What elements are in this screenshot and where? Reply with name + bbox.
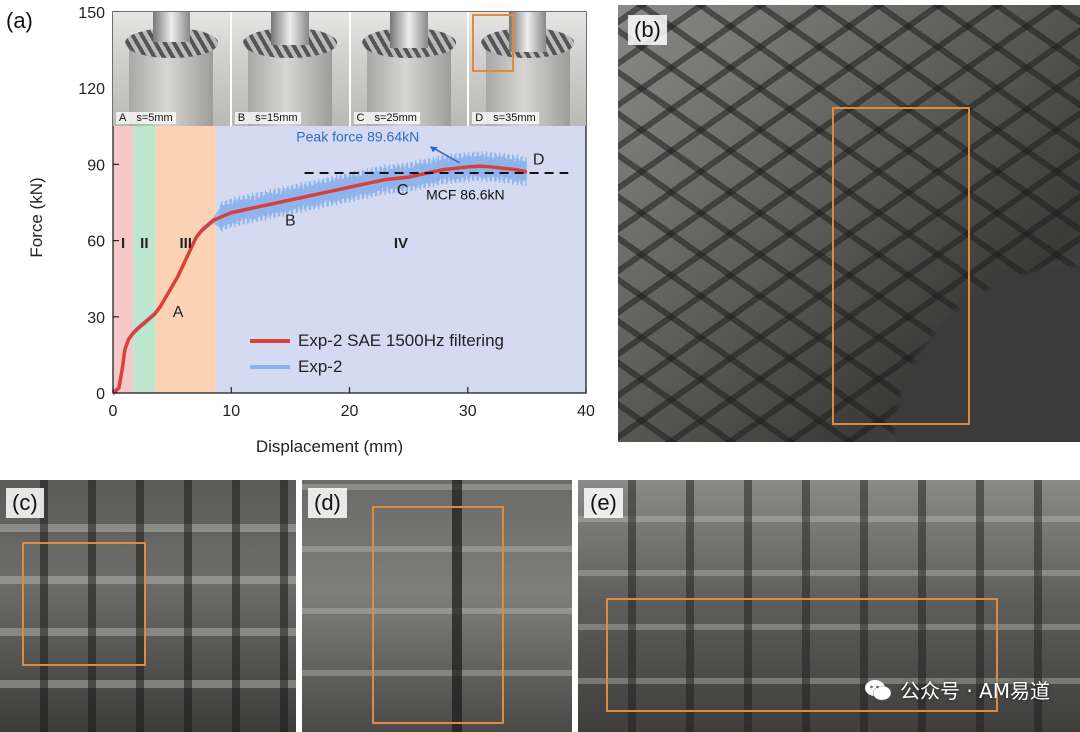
stage-region-II <box>133 75 156 393</box>
x-tick-label: 30 <box>459 403 477 420</box>
photo-c-lattice-closeup: (c) <box>0 480 296 732</box>
legend-label-smooth: Exp-2 SAE 1500Hz filtering <box>298 331 504 350</box>
x-tick-label: 20 <box>341 403 359 420</box>
y-tick-label: 120 <box>78 81 105 98</box>
legend-swatch-raw <box>250 365 290 369</box>
mcf-label: MCF 86.6kN <box>426 187 505 203</box>
panel-label-c: (c) <box>6 488 44 518</box>
watermark: 公众号 · AM易道 <box>864 675 1050 704</box>
inset-letter: C <box>356 112 365 124</box>
y-axis-label: Force (kN) <box>27 177 46 257</box>
y-tick-label: 60 <box>87 234 105 251</box>
peak-arrowhead <box>429 146 438 153</box>
legend-item-raw: Exp-2 <box>250 354 504 380</box>
inset-letter: B <box>237 112 246 124</box>
inset-displacement: s=15mm <box>255 112 298 124</box>
photo-d-lattice-closeup: (d) <box>302 480 572 732</box>
series-lines <box>111 164 528 395</box>
stage-label-III: III <box>179 235 192 252</box>
series-raw-band <box>113 155 527 397</box>
inset-letter: D <box>475 112 484 124</box>
stage-label-I: I <box>121 235 125 252</box>
panel-label-e: (e) <box>584 488 623 518</box>
point-label-D: D <box>533 151 545 168</box>
series-smooth-line <box>111 164 528 395</box>
y-tick-label: 0 <box>96 386 105 403</box>
point-label-A: A <box>173 304 184 321</box>
stage-region-I <box>113 75 134 393</box>
inset-displacement: s=5mm <box>136 112 173 124</box>
peak-label: Peak force 89.64kN <box>296 129 419 145</box>
crack-highlight-box-d <box>372 506 504 724</box>
inset-displacement: s=25mm <box>374 112 417 124</box>
inset-letter: A <box>119 112 127 124</box>
panel-label-d: (d) <box>308 488 347 518</box>
crack-highlight-box-e <box>606 598 998 712</box>
watermark-text: 公众号 · AM易道 <box>899 679 1050 703</box>
wechat-icon <box>864 679 892 700</box>
legend-label-raw: Exp-2 <box>298 357 343 376</box>
stage-label-IV: IV <box>394 235 408 252</box>
panel-label-b: (b) <box>628 15 667 45</box>
legend-swatch-smooth <box>250 339 290 343</box>
x-tick-label: 10 <box>222 403 240 420</box>
indenter-plunger <box>390 12 428 49</box>
point-label-B: B <box>285 212 296 229</box>
stage-label-II: II <box>140 235 148 252</box>
photo-e-lattice-ring: (e) <box>578 480 1080 732</box>
photo-b-fractured-lattice: (b) <box>618 5 1080 442</box>
crack-highlight-box-b <box>832 107 970 425</box>
point-label-C: C <box>397 182 409 199</box>
indenter-plunger <box>271 12 309 46</box>
stage-region-III <box>155 75 216 393</box>
inset-displacement: s=35mm <box>493 112 536 124</box>
chart-legend: Exp-2 SAE 1500Hz filtering Exp-2 <box>250 328 504 380</box>
x-axis-label: Displacement (mm) <box>256 437 403 456</box>
y-tick-label: 30 <box>87 310 105 327</box>
crack-highlight-box-c <box>22 542 146 666</box>
x-tick-label: 0 <box>109 403 118 420</box>
y-tick-label: 150 <box>78 5 105 22</box>
panel-label-a: (a) <box>6 8 33 33</box>
peak-arrow <box>434 148 460 164</box>
indenter-plunger <box>508 12 547 52</box>
y-tick-label: 90 <box>87 157 105 174</box>
inset-highlight-box-D <box>472 14 515 72</box>
x-tick-label: 40 <box>577 403 595 420</box>
legend-item-smooth: Exp-2 SAE 1500Hz filtering <box>250 328 504 354</box>
indenter-plunger <box>152 12 191 42</box>
